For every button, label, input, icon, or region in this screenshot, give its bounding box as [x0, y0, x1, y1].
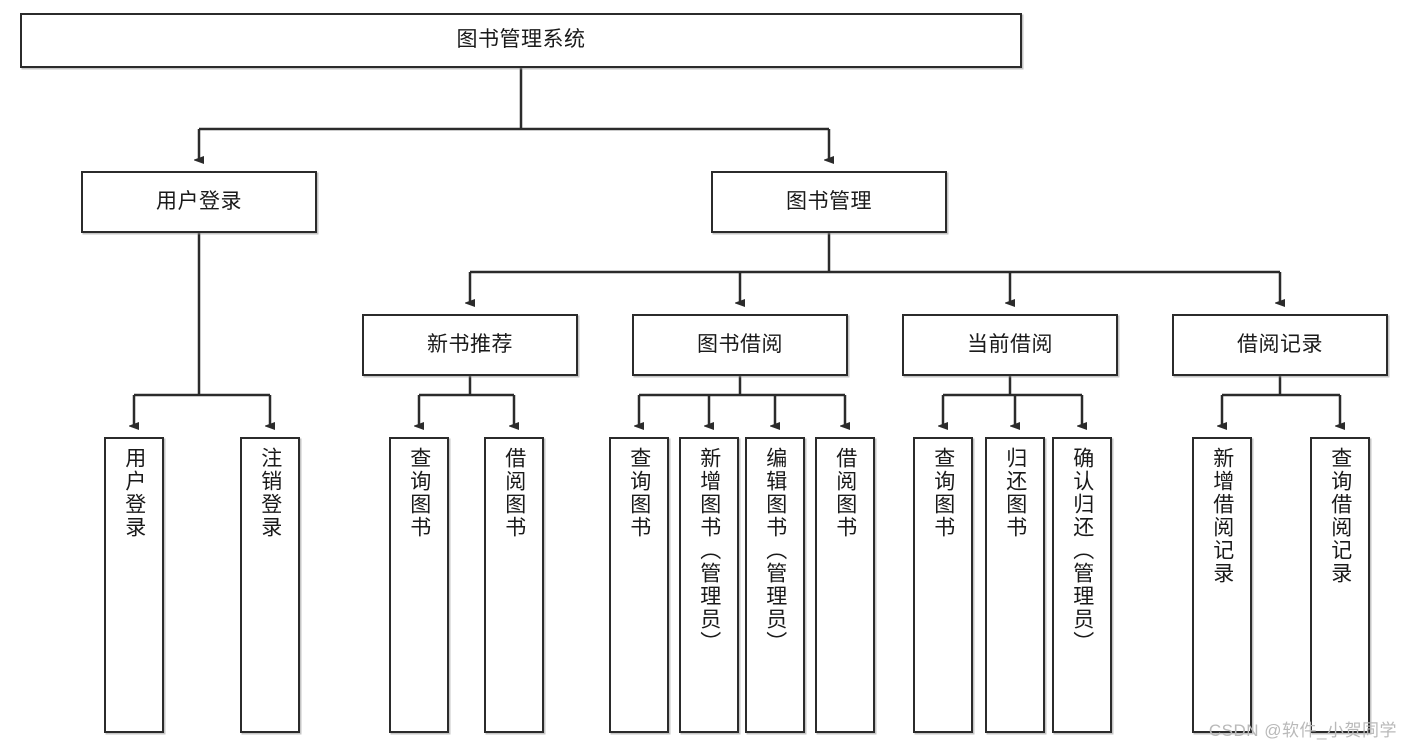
node-box-leaf-9[interactable]: 查询图书 — [913, 437, 973, 733]
node-box-records[interactable]: 借阅记录 — [1172, 314, 1388, 376]
node-box-leaf-13[interactable]: 查询借阅记录 — [1310, 437, 1370, 733]
node-label-leaf-5: 查询图书 — [627, 447, 651, 539]
node-label-leaf-13: 查询借阅记录 — [1328, 447, 1352, 585]
connector-group — [134, 68, 1340, 426]
node-label-current: 当前借阅 — [967, 332, 1053, 356]
node-label-bookmgmt: 图书管理 — [786, 189, 872, 213]
node-box-login[interactable]: 用户登录 — [81, 171, 317, 233]
node-box-root[interactable]: 图书管理系统 — [20, 13, 1022, 68]
node-label-leaf-3: 查询图书 — [407, 447, 431, 539]
node-box-leaf-3[interactable]: 查询图书 — [389, 437, 449, 733]
node-box-leaf-7[interactable]: 编辑图书（管理员） — [745, 437, 805, 733]
node-label-root: 图书管理系统 — [456, 28, 586, 52]
node-box-leaf-12[interactable]: 新增借阅记录 — [1192, 437, 1252, 733]
node-label-newbook: 新书推荐 — [427, 332, 513, 356]
node-box-leaf-8[interactable]: 借阅图书 — [815, 437, 875, 733]
node-label-leaf-8: 借阅图书 — [833, 447, 857, 539]
node-label-leaf-1: 用户登录 — [122, 447, 146, 539]
node-label-borrow: 图书借阅 — [697, 332, 783, 356]
node-label-leaf-9: 查询图书 — [931, 447, 955, 539]
node-label-leaf-10: 归还图书 — [1003, 447, 1027, 539]
node-box-leaf-2[interactable]: 注销登录 — [240, 437, 300, 733]
node-label-leaf-7: 编辑图书（管理员） — [763, 447, 787, 654]
node-label-leaf-11: 确认归还（管理员） — [1070, 447, 1094, 654]
node-label-leaf-12: 新增借阅记录 — [1210, 447, 1234, 585]
node-box-leaf-1[interactable]: 用户登录 — [104, 437, 164, 733]
node-label-leaf-6: 新增图书（管理员） — [697, 447, 721, 654]
node-label-records: 借阅记录 — [1237, 332, 1323, 356]
node-label-leaf-2: 注销登录 — [258, 447, 282, 539]
node-box-leaf-11[interactable]: 确认归还（管理员） — [1052, 437, 1112, 733]
node-label-leaf-4: 借阅图书 — [502, 447, 526, 539]
node-box-newbook[interactable]: 新书推荐 — [362, 314, 578, 376]
node-label-login: 用户登录 — [156, 189, 242, 213]
node-box-leaf-5[interactable]: 查询图书 — [609, 437, 669, 733]
node-box-leaf-10[interactable]: 归还图书 — [985, 437, 1045, 733]
node-box-leaf-4[interactable]: 借阅图书 — [484, 437, 544, 733]
node-box-leaf-6[interactable]: 新增图书（管理员） — [679, 437, 739, 733]
node-box-borrow[interactable]: 图书借阅 — [632, 314, 848, 376]
node-box-bookmgmt[interactable]: 图书管理 — [711, 171, 947, 233]
node-box-current[interactable]: 当前借阅 — [902, 314, 1118, 376]
